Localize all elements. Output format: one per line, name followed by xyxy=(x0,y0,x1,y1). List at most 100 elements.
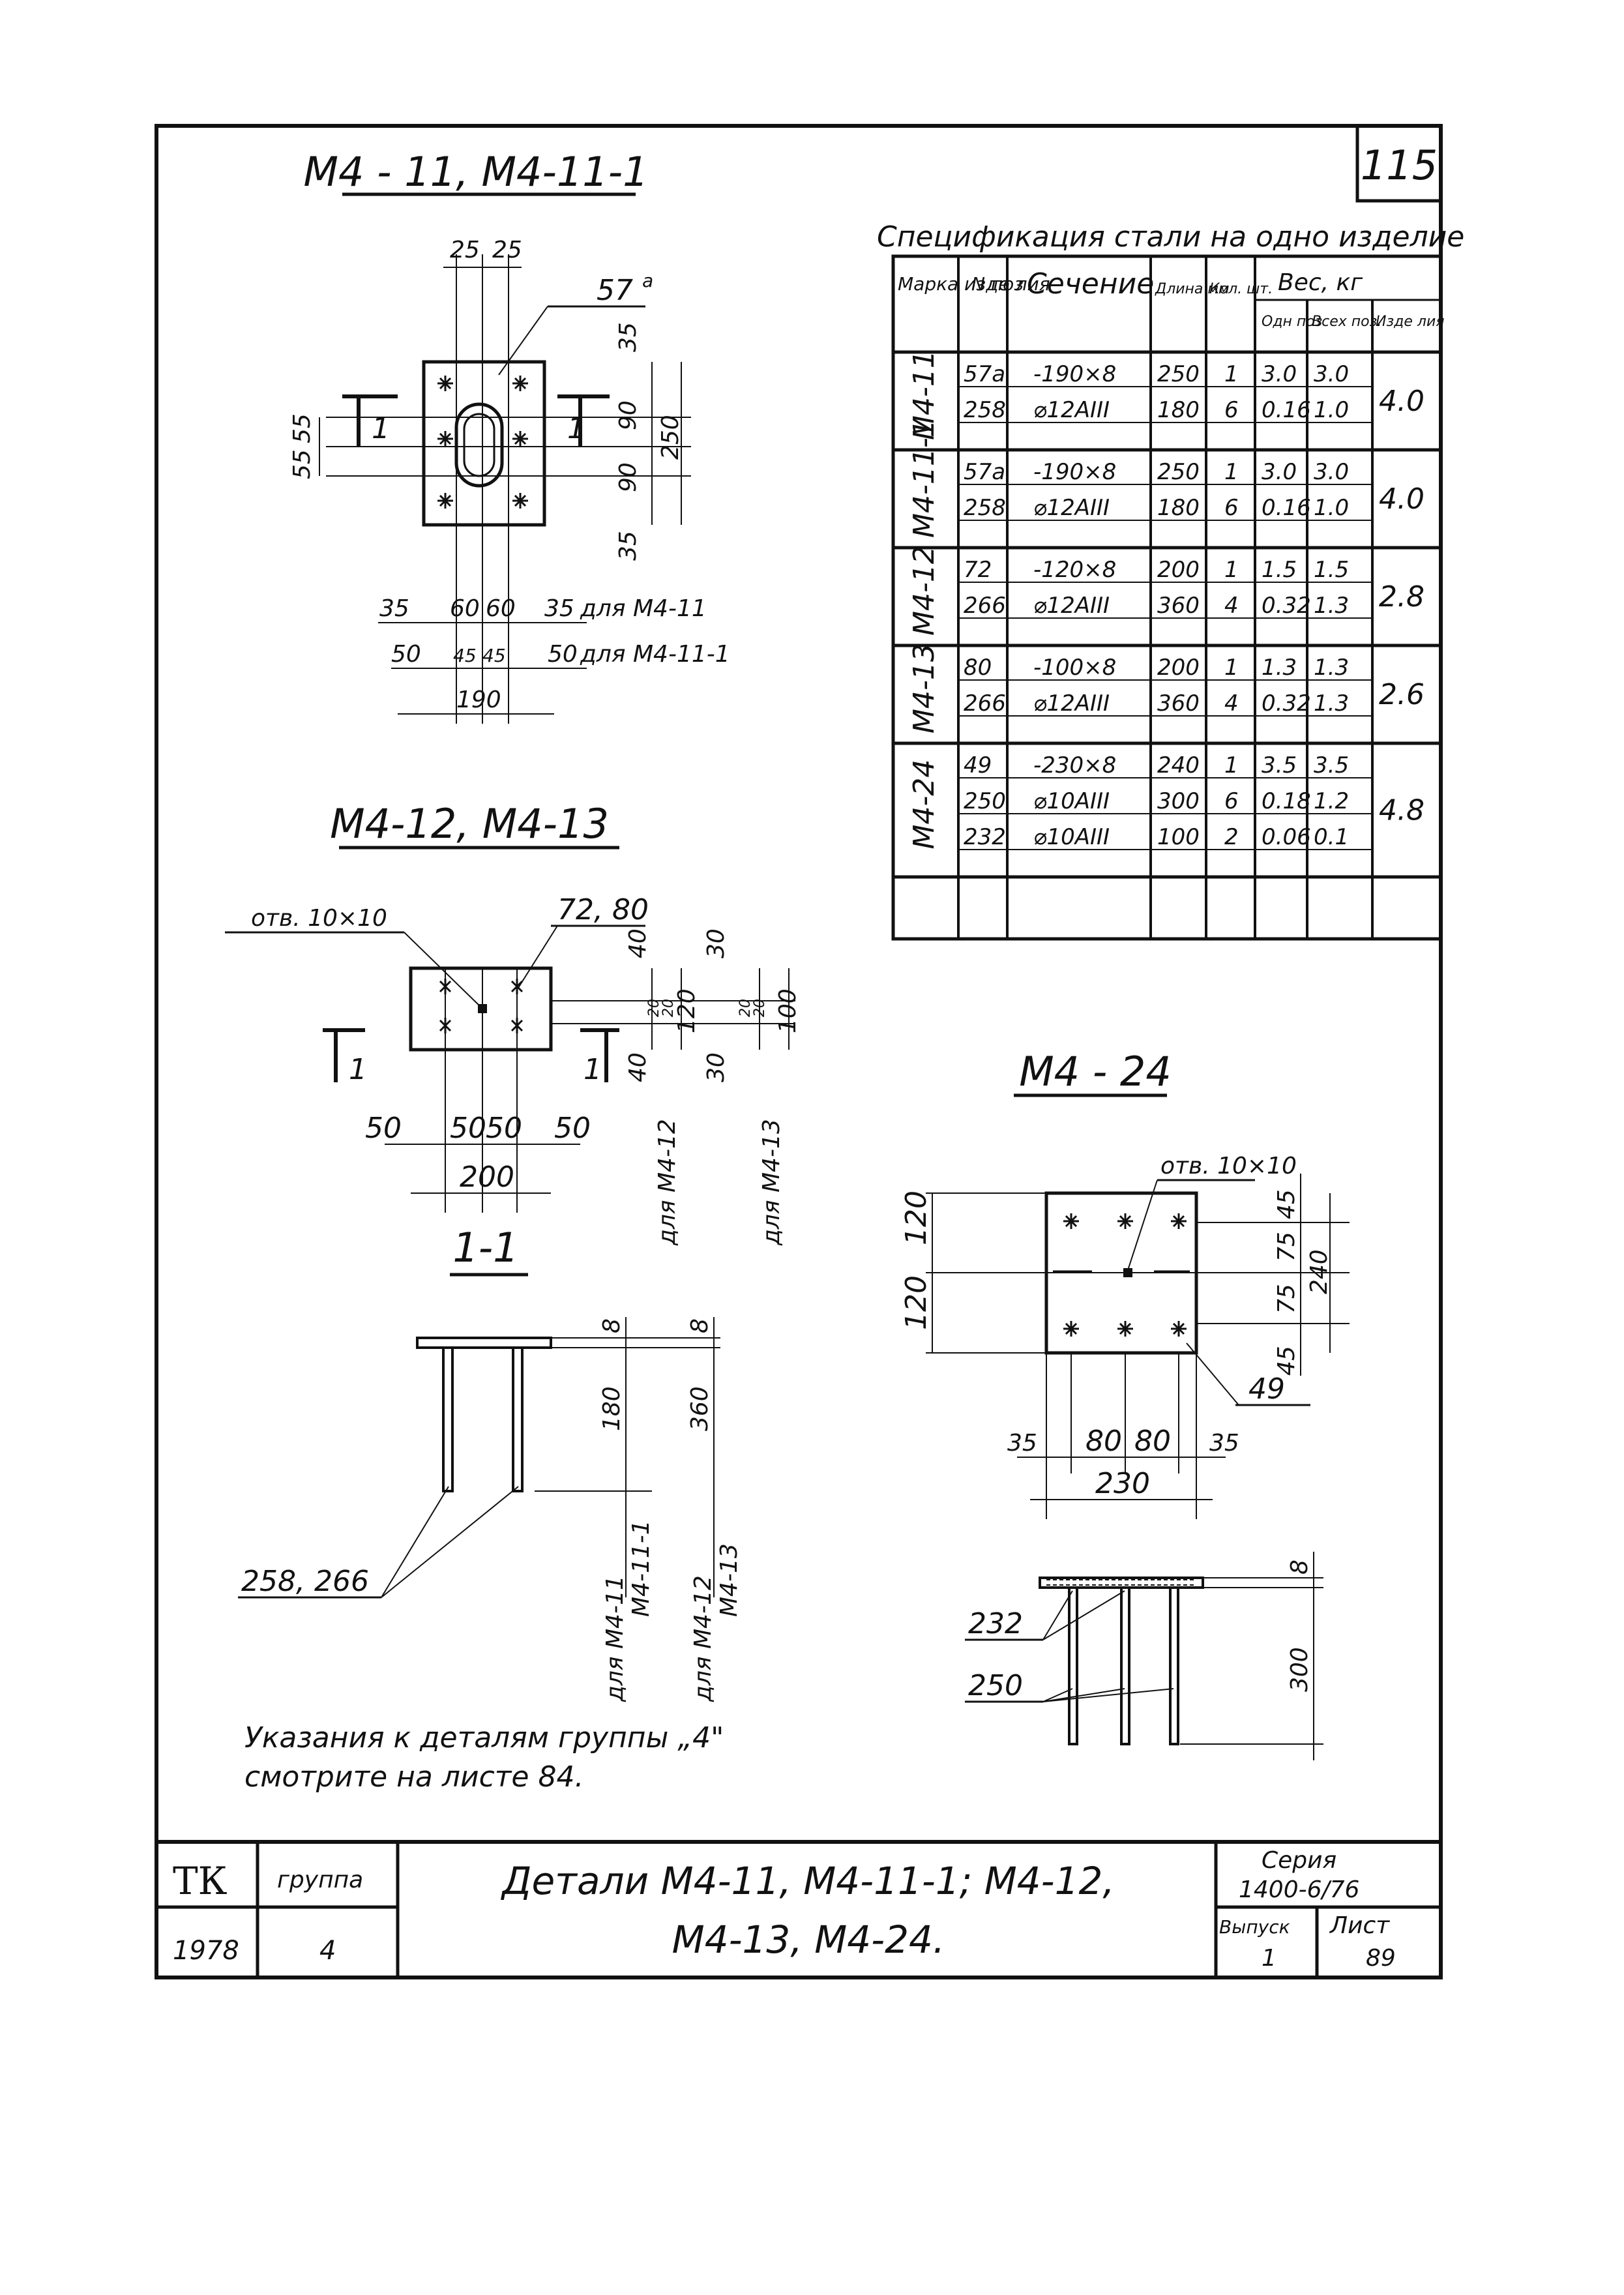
spec-w-all: 1.3 xyxy=(1314,593,1349,619)
spec-section: -230×8 xyxy=(1033,752,1116,778)
dim-right-1: 35 xyxy=(615,322,642,352)
section-dim-b-len: 360 xyxy=(687,1386,713,1431)
dim-left-1: 55 xyxy=(289,413,316,443)
section-dim-b: 8 xyxy=(687,1318,713,1333)
group-note: Указания к деталям группы „4" смотрите н… xyxy=(244,1721,724,1794)
dim-m4-24-b2: 80 xyxy=(1085,1425,1122,1458)
spec-w-one: 3.5 xyxy=(1262,752,1297,778)
spec-w-one: 0.16 xyxy=(1262,397,1311,423)
sheet-frame xyxy=(155,124,1443,1979)
stamp-sheet-value: 89 xyxy=(1366,1945,1396,1972)
spec-section: -100×8 xyxy=(1033,655,1116,681)
view-m4-11: М4 - 11, М4-11-1 25 25 xyxy=(289,148,730,724)
dim-b-3: 20 xyxy=(752,999,768,1017)
spec-length: 240 xyxy=(1157,752,1200,778)
dim-m4-24-b1: 35 xyxy=(1007,1430,1037,1457)
dim-m4-24-right-3: 75 xyxy=(1273,1284,1300,1314)
spec-section: -190×8 xyxy=(1033,361,1116,387)
dim-b2-note: для М4-11-1 xyxy=(580,641,730,668)
spec-item-weight: 2.6 xyxy=(1379,678,1425,711)
dim-m4-24-right-4: 45 xyxy=(1273,1346,1300,1376)
stamp-series-label: Серия xyxy=(1262,1847,1336,1874)
dim-a-1: 40 xyxy=(625,928,651,958)
bars-label-258-266: 258, 266 xyxy=(241,1565,369,1598)
spec-item-weight: 2.8 xyxy=(1379,580,1425,614)
spec-pos: 57а xyxy=(964,361,1005,387)
spec-qty: 1 xyxy=(1224,557,1239,583)
spec-qty: 1 xyxy=(1224,361,1239,387)
section-bar-left xyxy=(442,1346,454,1492)
spec-w-one: 0.06 xyxy=(1262,824,1311,850)
spec-length: 250 xyxy=(1157,361,1200,387)
elev-dim-top: 8 xyxy=(1286,1560,1313,1575)
spec-mark: М4-12 xyxy=(908,546,941,636)
spec-w-one: 3.0 xyxy=(1262,361,1297,387)
spec-w-all: 1.0 xyxy=(1314,397,1349,423)
dim-a-4: 40 xyxy=(625,1052,651,1082)
section-marker-m4-12-right xyxy=(580,1028,619,1082)
section-label-m4-12-right: 1 xyxy=(583,1053,602,1086)
note-a: для М4-12 xyxy=(654,1119,681,1246)
spec-qty: 6 xyxy=(1224,788,1239,814)
view-title-m4-11: М4 - 11, М4-11-1 xyxy=(303,148,648,196)
hdr-weight: Вес, кг xyxy=(1278,269,1363,296)
dim-b-1: 30 xyxy=(703,928,730,958)
dim-b-total: 100 xyxy=(775,988,801,1033)
dim-b2-3: 45 xyxy=(482,645,506,666)
dim-b1-4: 35 xyxy=(544,595,574,622)
spec-qty: 1 xyxy=(1224,655,1239,681)
elev-bar-1 xyxy=(1068,1586,1078,1745)
dim-m4-24-right-2: 75 xyxy=(1273,1232,1300,1262)
view-title-section: 1-1 xyxy=(452,1224,518,1271)
section-note-b1: для М4-12 xyxy=(690,1575,716,1702)
spec-w-all: 1.3 xyxy=(1314,655,1349,681)
stamp-group-value: 4 xyxy=(319,1936,336,1966)
spec-mark: М4-11-1 xyxy=(908,419,941,538)
spec-section: ⌀10АIII xyxy=(1033,788,1110,814)
spec-w-all: 1.0 xyxy=(1314,495,1349,521)
dim-b1-3: 60 xyxy=(486,595,516,622)
view-m4-12: М4-12, М4-13 отв. 10×10 72, 80 40 20 xyxy=(225,800,801,1246)
dim-m4-24-right-total: 240 xyxy=(1306,1249,1333,1294)
spec-pos: 266 xyxy=(964,690,1006,717)
dim-b1-note: для М4-11 xyxy=(580,595,707,622)
mark-49-label: 49 xyxy=(1248,1372,1285,1406)
spec-pos: 72 xyxy=(964,557,992,583)
spec-section: ⌀12АIII xyxy=(1033,690,1110,717)
dim-m4-24-total: 230 xyxy=(1095,1467,1150,1500)
dim-bottom-total: 190 xyxy=(456,687,501,713)
spec-w-one: 0.18 xyxy=(1262,788,1311,814)
mark-72-80-label: 72, 80 xyxy=(557,893,649,926)
stamp-year: 1978 xyxy=(173,1936,239,1966)
dim-m4-12-b3: 50 xyxy=(486,1112,522,1145)
section-marker-left xyxy=(342,394,398,447)
view-section-1-1: 1-1 8 180 8 360 258, 266 для М4-11 М4-11… xyxy=(238,1224,743,1702)
spec-w-all: 3.0 xyxy=(1314,459,1349,485)
section-label-left: 1 xyxy=(372,412,390,445)
dim-right-4: 35 xyxy=(615,531,642,561)
section-plate xyxy=(416,1337,552,1349)
hdr-length: Длина мм xyxy=(1155,281,1230,297)
view-title-m4-24: М4 - 24 xyxy=(1019,1048,1172,1095)
dim-m4-12-b1: 50 xyxy=(365,1112,402,1145)
spec-length: 300 xyxy=(1157,788,1200,814)
section-dim-a-len: 180 xyxy=(598,1386,625,1431)
spec-length: 200 xyxy=(1157,655,1200,681)
section-marker-right xyxy=(557,394,610,447)
dim-m4-12-b4: 50 xyxy=(554,1112,591,1145)
dim-b2-1: 50 xyxy=(391,641,421,668)
dim-top-2: 25 xyxy=(492,237,522,263)
spec-pos: 258 xyxy=(964,495,1006,521)
dim-right-total: 250 xyxy=(657,415,684,460)
dim-b-4: 30 xyxy=(703,1052,730,1082)
spec-pos: 57а xyxy=(964,459,1005,485)
spec-w-all: 1.3 xyxy=(1314,690,1349,717)
mark-57a-sup: а xyxy=(642,270,653,291)
spec-section: ⌀12АIII xyxy=(1033,495,1110,521)
stamp-sheet-label: Лист xyxy=(1329,1912,1390,1939)
spec-w-one: 0.32 xyxy=(1262,593,1311,619)
anchor-welds-m4-24 xyxy=(1053,1213,1190,1337)
dim-left-2: 55 xyxy=(289,449,316,479)
hdr-pos: N поз xyxy=(971,273,1024,295)
